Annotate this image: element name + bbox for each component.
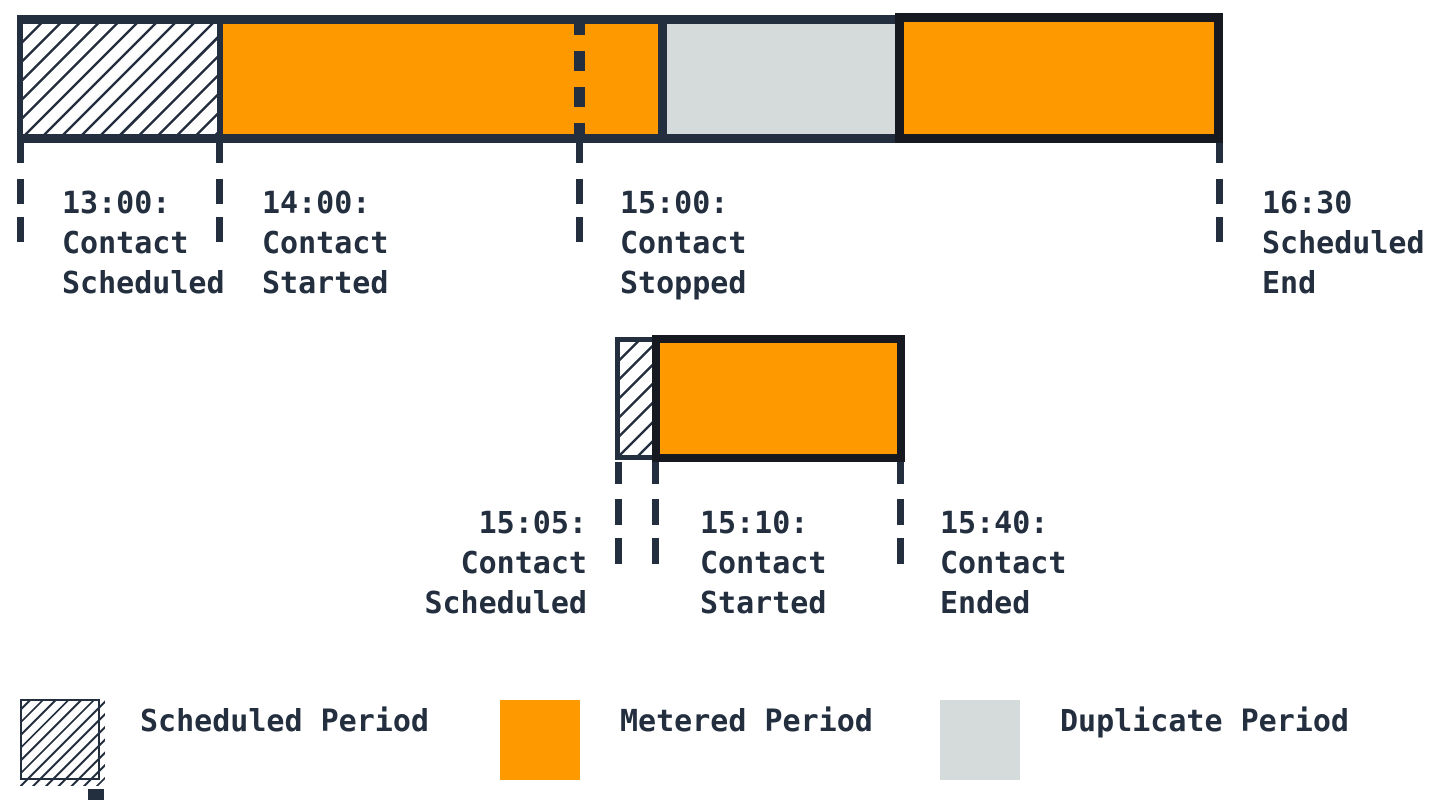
bar1-divider-duplicate: [658, 24, 667, 134]
tick-15-00: [576, 143, 583, 242]
label-contact-started-1510: 15:10: Contact Started: [700, 506, 827, 621]
bar1-duplicate-segment: [667, 24, 895, 134]
bar1-divider-contact-started: [217, 24, 223, 134]
label-scheduled-end-1630: 16:30 Scheduled End: [1262, 186, 1425, 301]
legend-duplicate-label: Duplicate Period: [1060, 704, 1349, 739]
label-contact-started-1400: 14:00: Contact Started: [262, 186, 389, 301]
legend-scheduled-swatch: [20, 699, 105, 786]
bar2-metered-segment: [652, 335, 905, 462]
bar1-scheduled-segment: [23, 24, 217, 134]
cropped-edge-fragment: [88, 789, 104, 800]
legend-duplicate-swatch: [940, 700, 1020, 780]
bar1-metered-segment-2: [895, 13, 1223, 143]
tick-15-05: [615, 462, 622, 564]
label-contact-scheduled-1505: 15:05: Contact Scheduled: [424, 506, 587, 621]
bar1-metered-segment-1: [223, 24, 658, 134]
legend-metered-label: Metered Period: [620, 704, 873, 739]
label-contact-ended-1540: 15:40: Contact Ended: [940, 506, 1067, 621]
tick-14-00: [216, 143, 223, 242]
legend-scheduled-swatch-frame: [20, 699, 100, 780]
tick-15-40: [897, 462, 904, 564]
bar1-top-border: [17, 15, 895, 24]
legend-metered-swatch: [500, 700, 580, 780]
bar1-contact-stopped-dashed-line: [574, 15, 585, 143]
tick-15-10: [652, 462, 659, 564]
tick-13-00: [17, 143, 24, 242]
tick-16-30: [1216, 143, 1223, 242]
label-contact-stopped-1500: 15:00: Contact Stopped: [620, 186, 747, 301]
bar1-left-border: [17, 15, 23, 143]
label-contact-scheduled-1300: 13:00: Contact Scheduled: [62, 186, 225, 301]
bar1-bottom-border: [17, 134, 895, 143]
legend-scheduled-label: Scheduled Period: [140, 704, 429, 739]
